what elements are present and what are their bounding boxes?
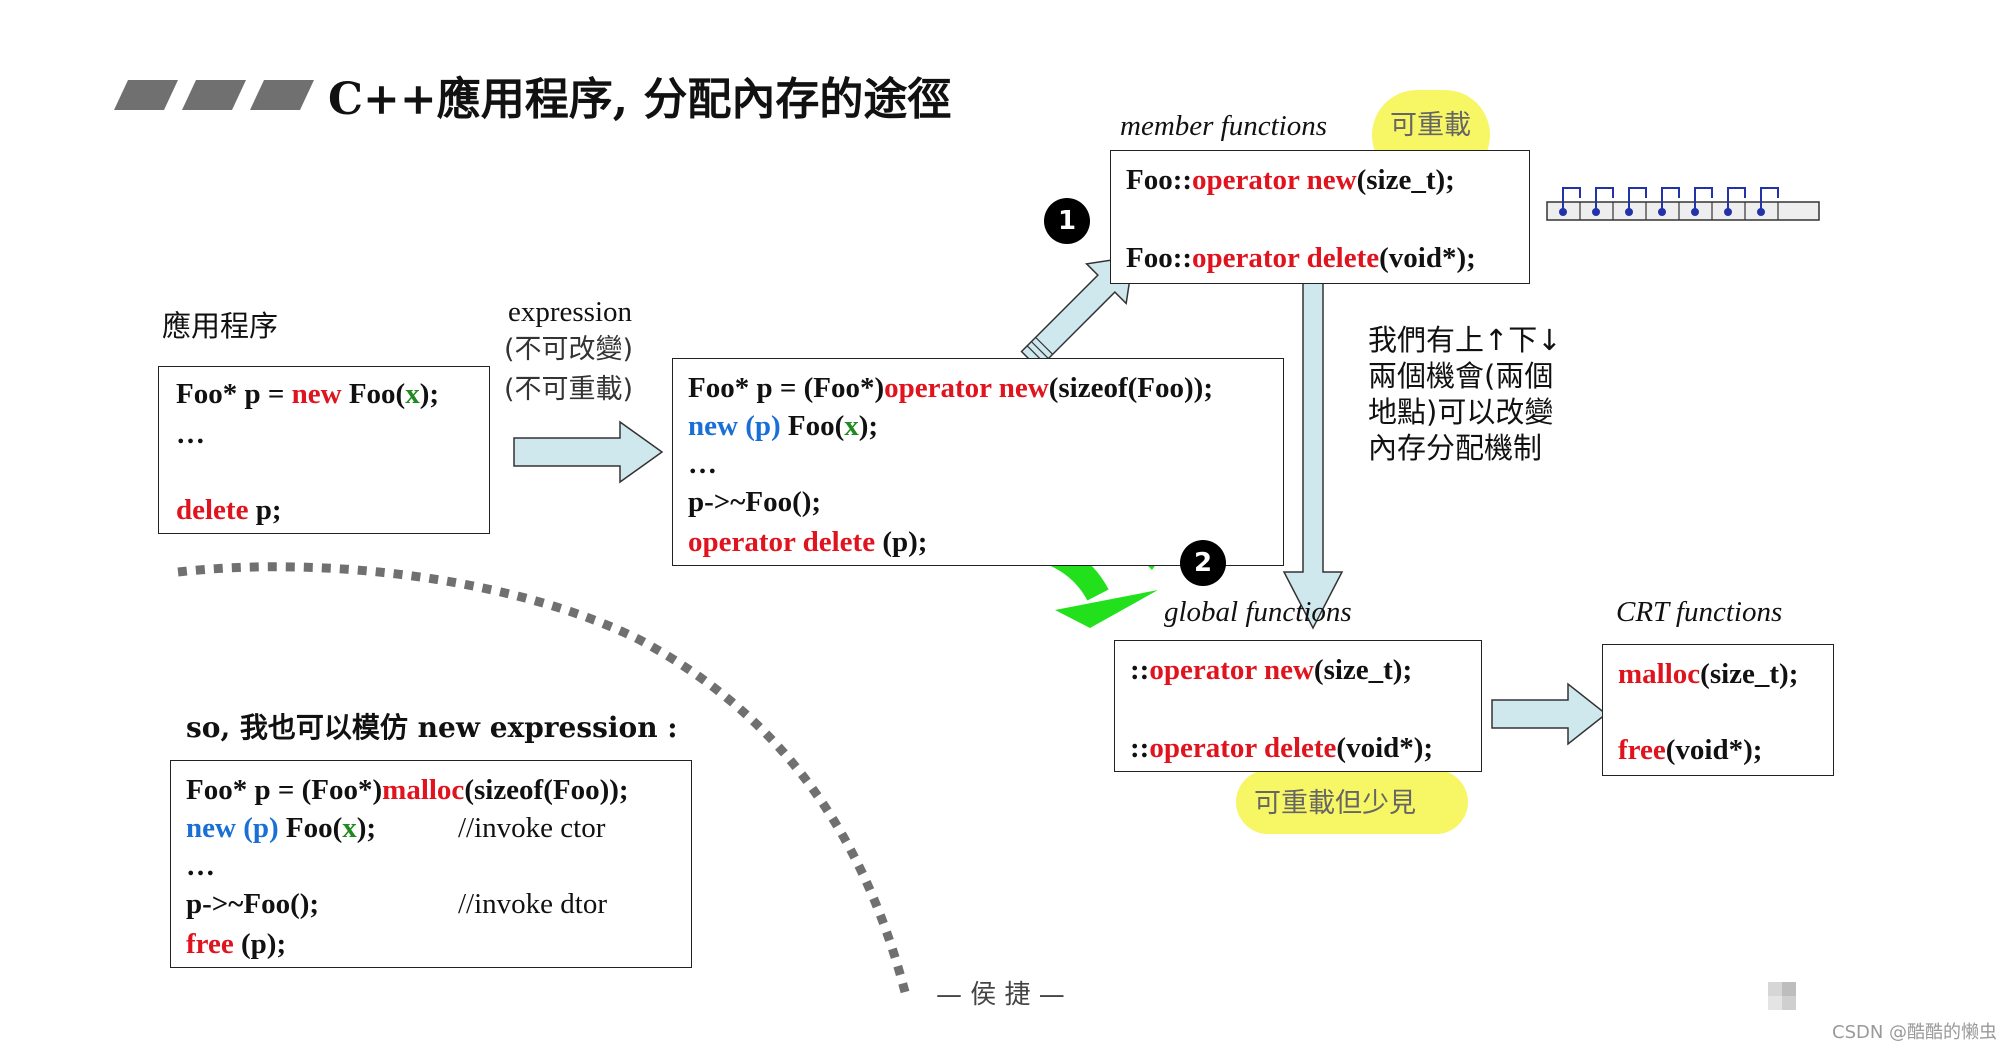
arrow-member-to-global — [1282, 269, 1344, 630]
note-line-2: 兩個機會(兩個 — [1368, 359, 1554, 393]
csdn-watermark: CSDN @酷酷的懒虫 — [1832, 1022, 1998, 1043]
member-line-2: Foo::operator delete(void*); — [1126, 242, 1476, 274]
memory-pool-icon — [1546, 187, 1820, 221]
imitate-line-5: free (p); — [186, 928, 287, 960]
app-code-box — [158, 366, 490, 534]
badge-two: 2 — [1180, 540, 1226, 586]
global-line-1: ::operator new(size_t); — [1130, 654, 1413, 686]
expression-unchangeable: (不可改變) — [504, 334, 634, 365]
global-code-box — [1114, 640, 1482, 772]
highlight-global-overload — [1236, 770, 1468, 834]
expr-line-2: new (p) Foo(x); — [688, 410, 879, 442]
imitate-line-4: p->~Foo(); — [186, 888, 320, 920]
expression-code-box — [672, 358, 1284, 566]
note-line-1: 我們有上↑下↓ — [1368, 323, 1562, 357]
note-line-3: 地點)可以改變 — [1368, 395, 1554, 429]
expr-line-1: Foo* p = (Foo*)operator new(sizeof(Foo))… — [688, 372, 1213, 404]
note-line-4: 內存分配機制 — [1368, 431, 1543, 465]
imitate-line-3: … — [186, 850, 215, 882]
app-code-line-2: … — [176, 418, 205, 450]
global-line-2: ::operator delete(void*); — [1130, 732, 1434, 764]
crt-functions-label: CRT functions — [1616, 596, 1783, 628]
app-code-line-3: delete p; — [176, 494, 282, 526]
expr-line-4: p->~Foo(); — [688, 486, 822, 518]
imitate-code-box — [170, 760, 692, 968]
arrow-global-to-crt — [1491, 682, 1608, 746]
expr-line-3: … — [688, 448, 717, 480]
imitate-comment-ctor: //invoke ctor — [458, 812, 606, 844]
arrow-app-to-expression — [513, 420, 664, 484]
author-signature: — 侯 捷 — — [936, 980, 1065, 1010]
title-bars — [114, 80, 314, 110]
imitate-comment-dtor: //invoke dtor — [458, 888, 608, 920]
crt-line-2: free(void*); — [1618, 734, 1763, 766]
expr-line-5: operator delete (p); — [688, 526, 928, 558]
crt-code-box — [1602, 644, 1834, 776]
member-functions-label: member functions — [1120, 110, 1327, 142]
expression-label: expression — [508, 296, 633, 328]
crt-line-1: malloc(size_t); — [1618, 658, 1799, 690]
dotted-curve — [177, 562, 910, 994]
member-line-1: Foo::operator new(size_t); — [1126, 164, 1455, 196]
global-functions-label: global functions — [1164, 596, 1352, 628]
imitate-line-1: Foo* p = (Foo*)malloc(sizeof(Foo)); — [186, 774, 629, 806]
app-code-line-1: Foo* p = new Foo(x); — [176, 378, 440, 410]
watermark-mark — [1768, 982, 1796, 1010]
imitate-label: so, 我也可以模仿 new expression : — [186, 711, 678, 744]
imitate-line-2: new (p) Foo(x); — [186, 812, 377, 844]
member-code-box — [1110, 150, 1530, 284]
member-overload-note: 可重載 — [1390, 110, 1471, 141]
app-label: 應用程序 — [162, 309, 279, 343]
mechanism-note: 我們有上↑下↓ 兩個機會(兩個 地點)可以改變 內存分配機制 — [1368, 322, 1562, 466]
global-overload-note: 可重載但少見 — [1254, 788, 1416, 819]
badge-one: 1 — [1044, 198, 1090, 244]
page-title: C++應用程序, 分配內存的途徑 — [328, 74, 952, 125]
expression-not-overloadable: (不可重載) — [504, 374, 634, 405]
